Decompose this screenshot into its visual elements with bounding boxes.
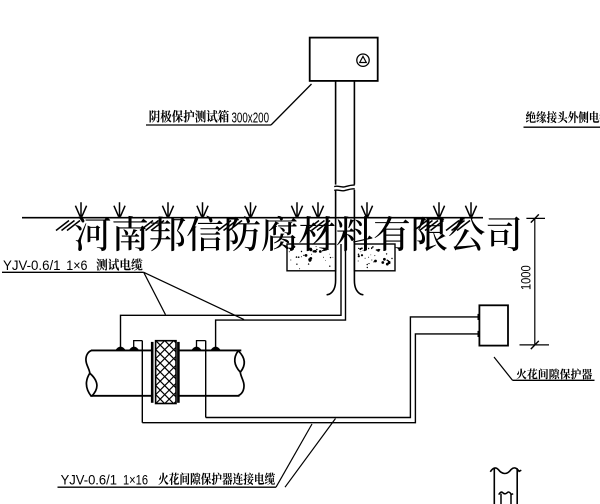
svg-text:1×6: 1×6 [66,258,87,274]
svg-text:1000: 1000 [519,265,534,290]
svg-text:1×16: 1×16 [123,472,148,488]
svg-text:YJV-0.6/1: YJV-0.6/1 [3,258,61,274]
svg-text:YJV-0.6/1: YJV-0.6/1 [61,472,118,488]
svg-text:300x200: 300x200 [232,111,270,127]
